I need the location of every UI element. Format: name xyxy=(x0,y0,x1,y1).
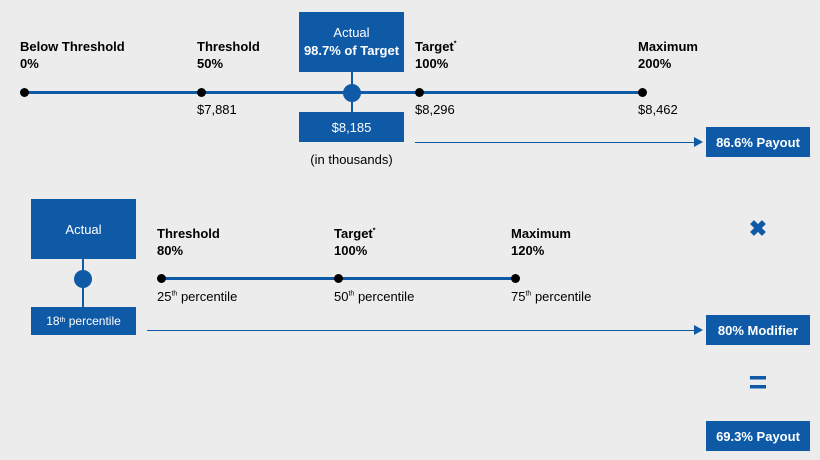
top-point-target xyxy=(415,88,424,97)
top-value-threshold: $7,881 xyxy=(197,102,237,117)
unit-note: (in thousands) xyxy=(310,152,393,167)
top-point-below-threshold xyxy=(20,88,29,97)
top-label-below-threshold: Below Threshold 0% xyxy=(20,39,125,71)
bottom-label-threshold: Threshold 80% xyxy=(157,226,220,258)
bottom-rank-maximum: 75th percentile xyxy=(511,289,592,304)
bottom-actual-box: Actual xyxy=(31,199,136,259)
bottom-point-target xyxy=(334,274,343,283)
equals-icon: = xyxy=(748,364,768,400)
top-value-target: $8,296 xyxy=(415,102,455,117)
top-point-maximum xyxy=(638,88,647,97)
top-point-threshold xyxy=(197,88,206,97)
top-actual-marker xyxy=(343,84,361,102)
top-actual-value-box: $8,185 xyxy=(299,112,404,142)
bottom-rank-threshold: 25th percentile xyxy=(157,289,238,304)
top-label-threshold: Threshold 50% xyxy=(197,39,260,71)
bottom-label-maximum: Maximum 120% xyxy=(511,226,571,258)
top-actual-box: Actual 98.7% of Target xyxy=(299,12,404,72)
top-label-target: Target* 100% xyxy=(415,39,457,71)
bottom-rank-target: 50th percentile xyxy=(334,289,415,304)
top-arrow-line xyxy=(415,142,695,143)
bottom-arrow-head xyxy=(694,325,703,335)
bottom-arrow-line xyxy=(147,330,695,331)
top-result-box: 86.6% Payout xyxy=(706,127,810,157)
bottom-label-target: Target* 100% xyxy=(334,226,376,258)
bottom-result-box: 80% Modifier xyxy=(706,315,810,345)
multiply-icon: ✖ xyxy=(748,216,768,241)
final-result-box: 69.3% Payout xyxy=(706,421,810,451)
bottom-actual-marker xyxy=(74,270,92,288)
top-label-maximum: Maximum 200% xyxy=(638,39,698,71)
top-scale-line xyxy=(24,91,643,94)
bottom-point-maximum xyxy=(511,274,520,283)
top-arrow-head xyxy=(694,137,703,147)
top-value-maximum: $8,462 xyxy=(638,102,678,117)
bottom-point-threshold xyxy=(157,274,166,283)
